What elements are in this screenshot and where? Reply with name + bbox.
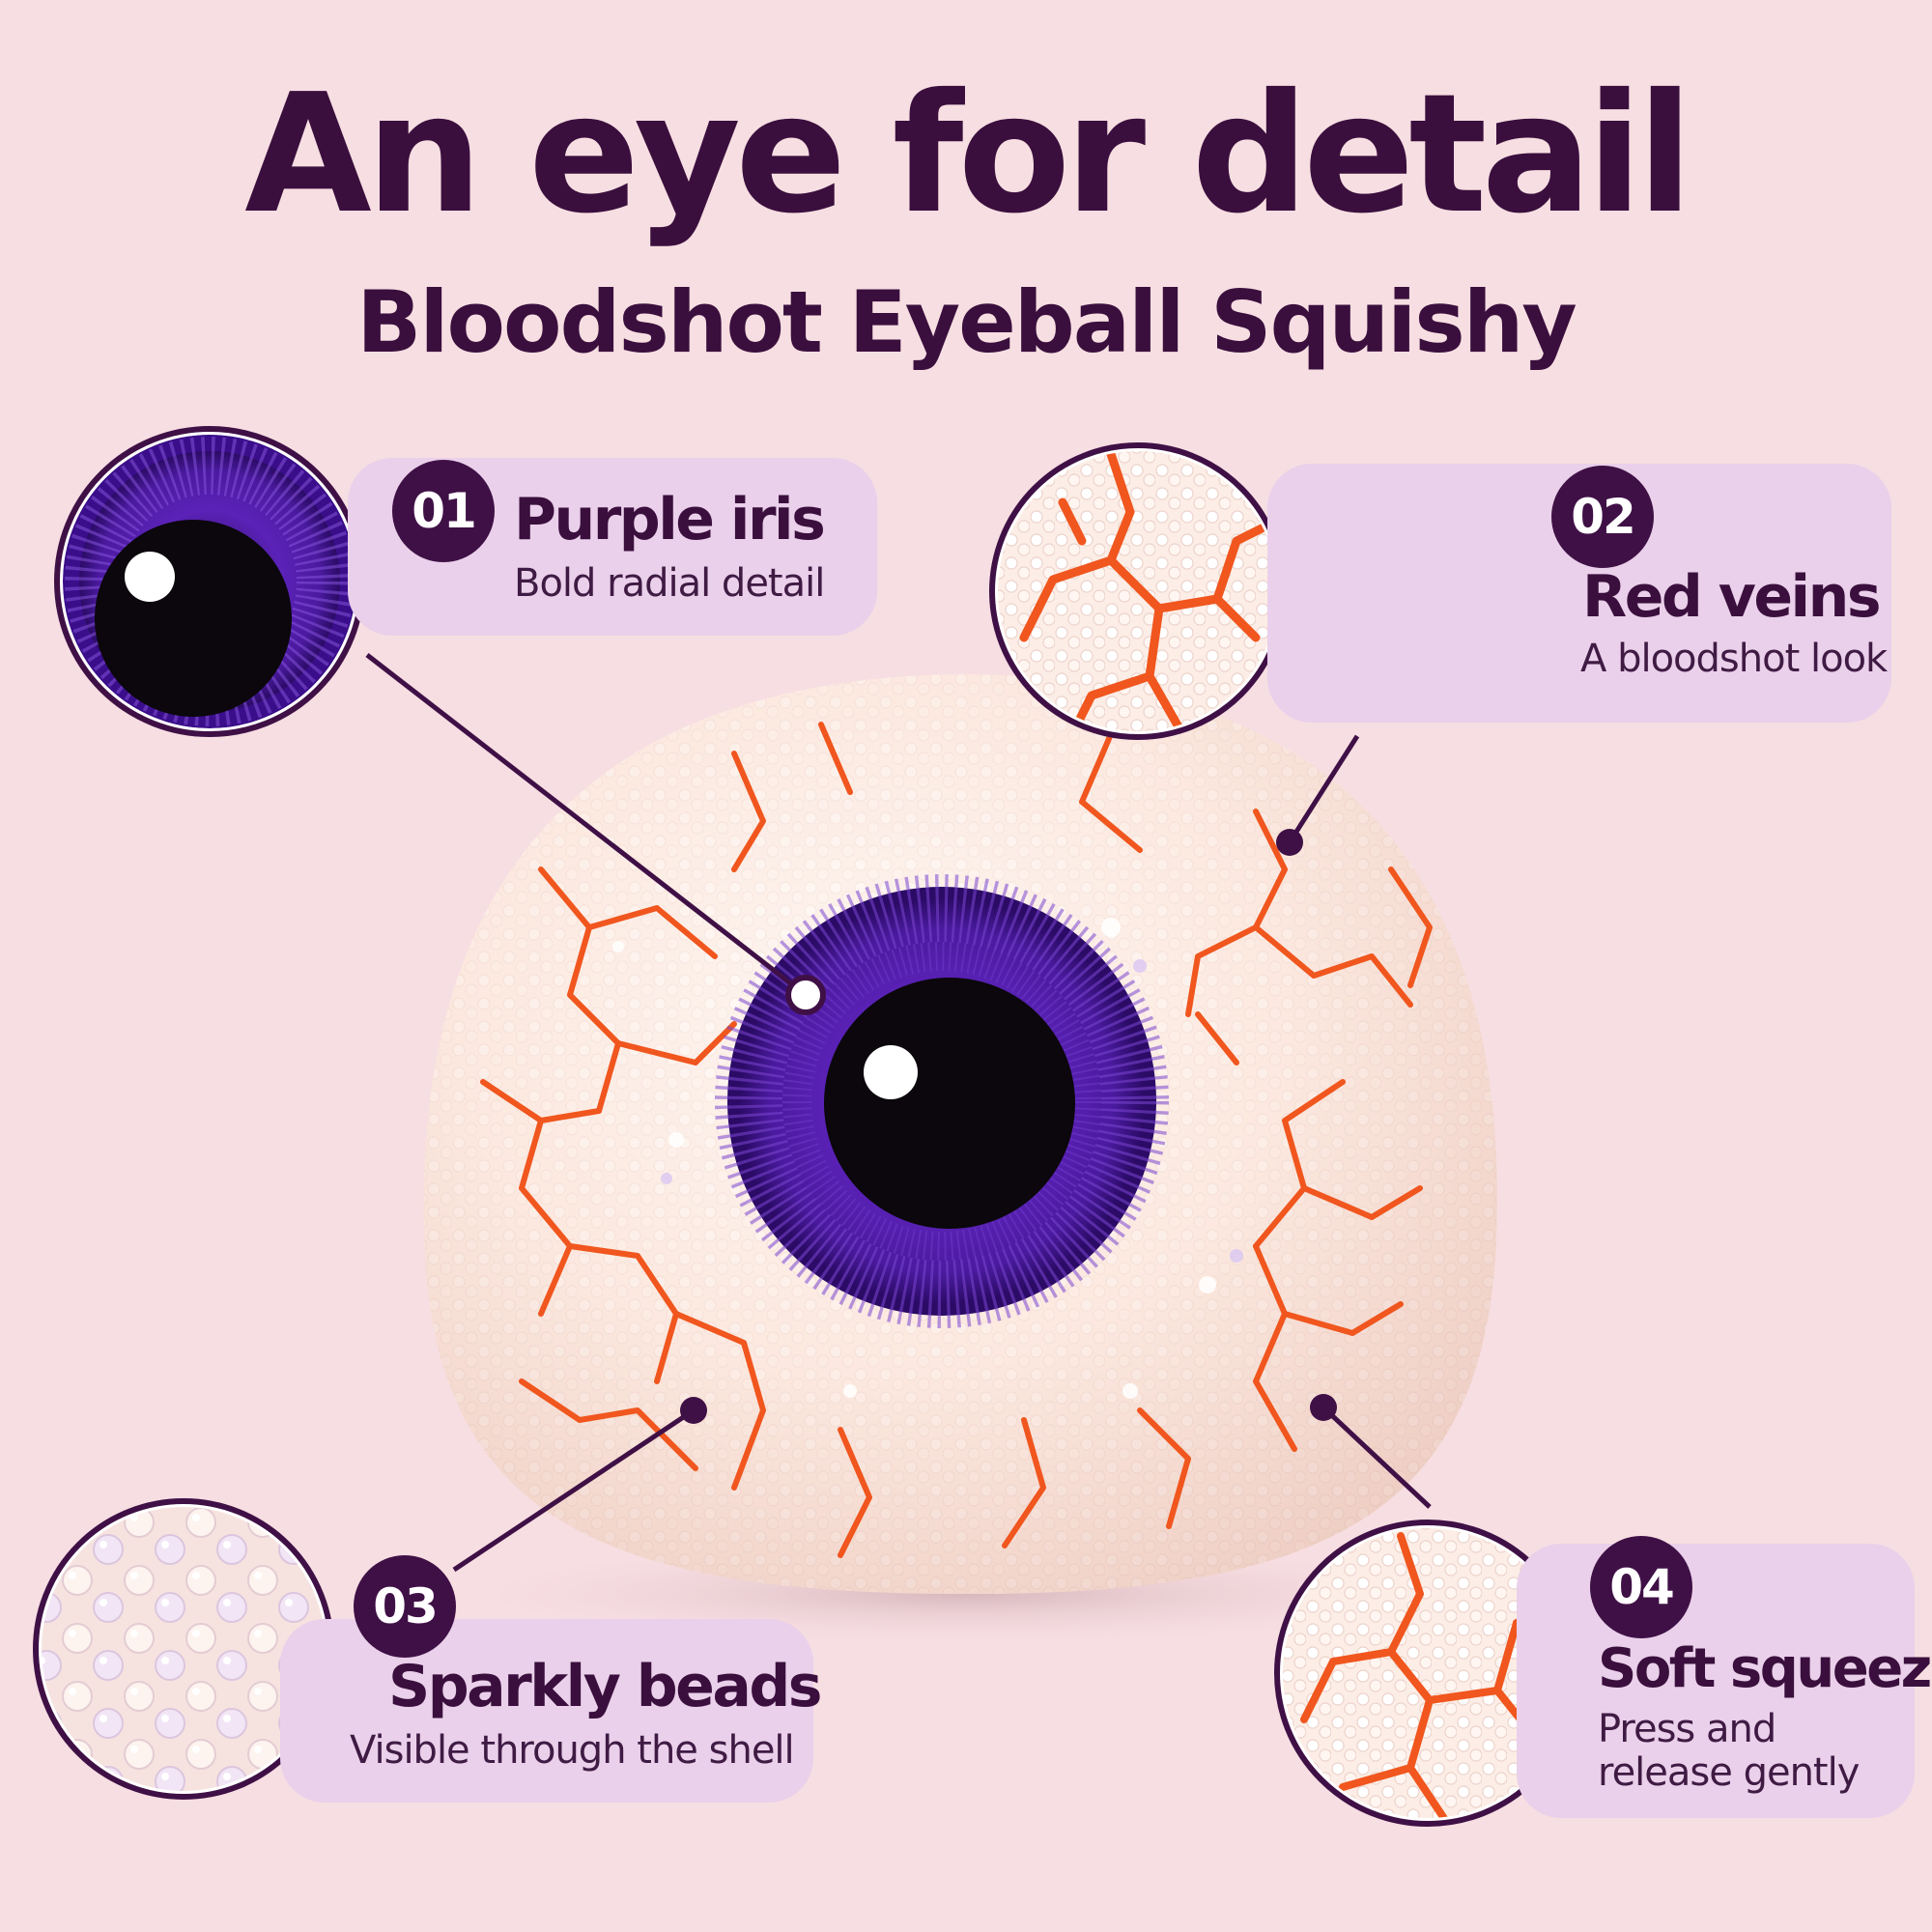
feature-number-badge: 01 — [392, 460, 495, 562]
feature-description: Bold radial detail — [514, 561, 825, 606]
red-veins — [480, 722, 1433, 1558]
feature-description: A bloodshot look — [1580, 637, 1888, 681]
feature-title: Purple iris — [514, 486, 826, 554]
feature-title: Sparkly beads — [388, 1653, 823, 1720]
callout-dots — [680, 829, 1337, 1424]
feature-pill — [1517, 1544, 1915, 1818]
feature-description: Press and release gently — [1598, 1707, 1860, 1795]
feature-pill — [280, 1619, 813, 1803]
feature-number-badge: 03 — [354, 1555, 456, 1658]
feature-number-badge: 04 — [1590, 1536, 1692, 1638]
callout-lines — [365, 653, 1432, 1573]
feature-number-badge: 02 — [1551, 466, 1654, 568]
page-subtitle: Bloodshot Eyeball Squishy — [356, 272, 1577, 372]
feature-title: Red veins — [1582, 563, 1882, 631]
beads-closeup-icon — [33, 1498, 334, 1800]
feature-title: Soft squeeze — [1598, 1637, 1932, 1700]
feature-description: Visible through the shell — [350, 1728, 795, 1773]
page-title: An eye for detail — [244, 59, 1693, 250]
veins-closeup-icon — [989, 442, 1287, 740]
main-iris — [715, 874, 1169, 1328]
iris-closeup-icon — [54, 426, 365, 737]
